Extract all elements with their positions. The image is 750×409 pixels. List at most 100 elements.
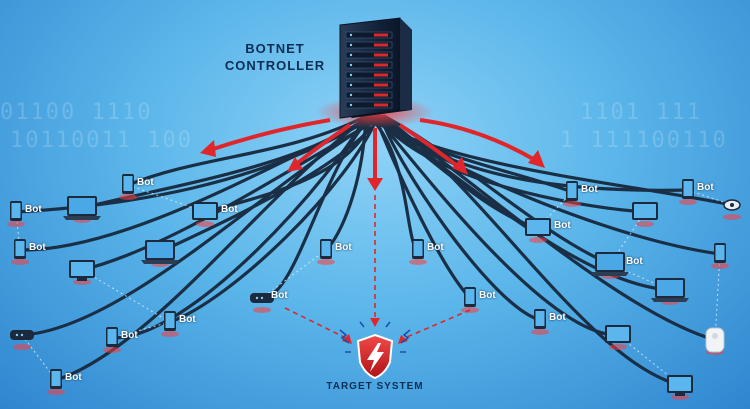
arrow-head — [398, 335, 408, 344]
network-cable — [168, 114, 380, 324]
server-led — [374, 83, 388, 87]
bot-label: Bot — [549, 312, 566, 323]
server-slot — [345, 61, 393, 69]
arrow-head — [367, 178, 383, 191]
attack-path-heads — [342, 318, 408, 344]
controller-label: BOTNET CONTROLLER — [210, 40, 340, 74]
binary-background: 1 111100110 — [560, 128, 728, 153]
router-icon — [10, 330, 34, 350]
tablet-icon — [632, 202, 658, 227]
dotted-link — [609, 211, 646, 265]
phone-icon — [161, 311, 179, 337]
bot-label: Bot — [121, 330, 138, 341]
network-cable — [18, 114, 380, 252]
server-led — [374, 73, 388, 77]
server-slot — [345, 31, 393, 39]
server-slot — [345, 71, 393, 79]
network-cable — [54, 114, 371, 382]
bot-label: Bot — [25, 204, 42, 215]
bot-label: Bot — [697, 182, 714, 193]
router-icon — [250, 293, 274, 313]
bot-label: Bot — [179, 314, 196, 325]
target-label: TARGET SYSTEM — [326, 381, 424, 392]
controller-label-line2: CONTROLLER — [224, 58, 326, 73]
binary-background: 10110011 100 — [10, 128, 193, 153]
server-led — [349, 103, 353, 107]
server-led — [349, 33, 353, 37]
server-led — [374, 103, 388, 107]
server-led — [349, 63, 353, 67]
device-group — [7, 174, 741, 400]
webcam-icon — [723, 199, 741, 220]
laptop-icon — [141, 240, 179, 267]
dotted-link — [81, 269, 171, 323]
server-rack-icon — [315, 17, 435, 128]
phone-icon — [531, 309, 549, 335]
laptop-icon — [651, 278, 689, 305]
phone-icon — [317, 239, 335, 265]
server-led — [374, 33, 388, 37]
bot-label: Bot — [271, 290, 288, 301]
bot-label: Bot — [65, 372, 82, 383]
network-cable — [376, 114, 647, 214]
phone-icon — [103, 327, 121, 353]
server-led — [374, 43, 388, 47]
bot-label: Bot — [554, 220, 571, 231]
phone-icon — [711, 243, 729, 269]
arrow-heads — [200, 140, 545, 191]
desktop-monitor-icon — [667, 375, 693, 400]
server-led — [349, 93, 353, 97]
phone-icon — [119, 174, 137, 200]
bot-label: Bot — [479, 290, 496, 301]
arrow-head — [342, 334, 352, 344]
network-cable — [110, 114, 368, 340]
shield-lightning-icon — [339, 321, 411, 380]
server-led — [374, 63, 388, 67]
attack-arrows — [209, 118, 537, 180]
phone-icon — [409, 239, 427, 265]
bot-label: Bot — [137, 177, 154, 188]
laptop-icon — [591, 252, 629, 279]
bot-label: Bot — [29, 242, 46, 253]
bot-label: Bot — [581, 184, 598, 195]
network-cable — [126, 114, 368, 187]
arrow-head — [452, 157, 468, 175]
phone-icon — [47, 369, 65, 395]
bot-label: Bot — [221, 204, 238, 215]
network-cable — [20, 114, 386, 337]
dotted-link — [261, 249, 327, 299]
server-led — [349, 73, 353, 77]
network-cable — [373, 114, 620, 337]
bot-label: Bot — [427, 242, 444, 253]
network-cable — [373, 114, 472, 300]
dotted-link — [111, 321, 171, 339]
cable-group — [14, 114, 734, 387]
tablet-icon — [525, 218, 551, 243]
red-arrow — [209, 118, 331, 152]
bot-label: Bot — [626, 256, 643, 267]
phone-icon — [11, 239, 29, 265]
desktop-monitor-icon — [69, 260, 95, 285]
server-slot — [345, 91, 393, 99]
phone-icon — [563, 181, 581, 207]
dotted-link — [127, 184, 206, 213]
server-led — [349, 83, 353, 87]
dotted-link — [714, 253, 721, 341]
arrow-head — [528, 150, 545, 168]
server-slot — [345, 51, 393, 59]
server-led — [349, 43, 353, 47]
red-arrow — [293, 123, 352, 167]
attack-path — [399, 309, 471, 341]
laptop-icon — [63, 196, 101, 223]
server-led — [374, 53, 388, 57]
arrow-head — [370, 318, 380, 327]
server-slot — [345, 41, 393, 49]
binary-background: 01100 1110 — [0, 100, 153, 125]
tablet-icon — [192, 202, 218, 227]
red-arrow — [398, 123, 462, 170]
server-led — [349, 53, 353, 57]
red-arrow — [419, 118, 537, 162]
network-cable — [379, 114, 542, 322]
server-slot — [345, 101, 393, 109]
